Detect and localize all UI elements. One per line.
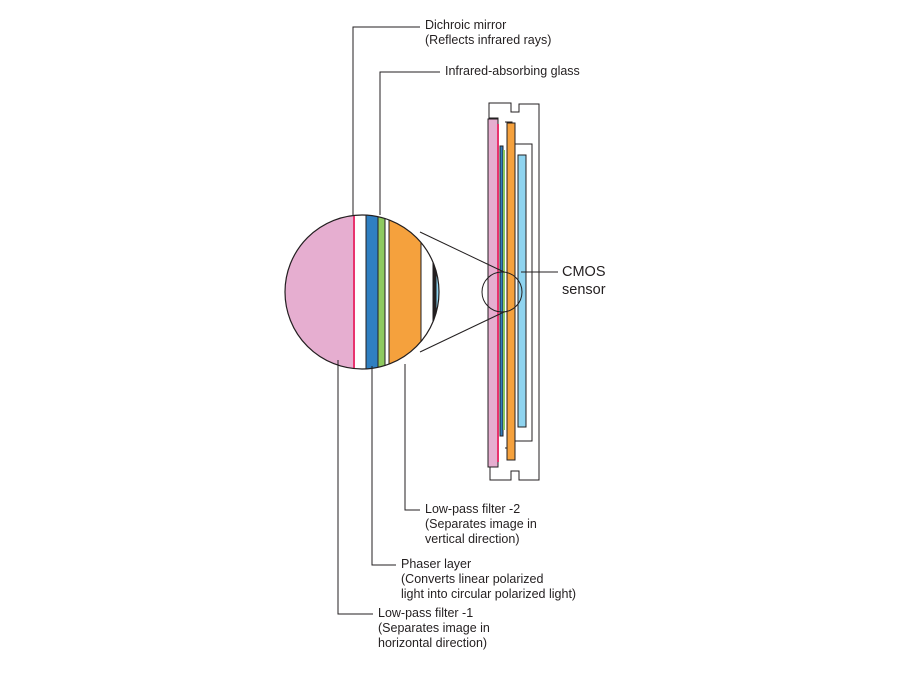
label-low-pass-filter-1: Low-pass filter -1 (Separates image in h… <box>378 606 490 651</box>
zoom-low-pass-filter-2 <box>388 215 422 369</box>
label-low-pass-filter-2: Low-pass filter -2 (Separates image in v… <box>425 502 537 547</box>
label-phaser-layer-title: Phaser layer <box>401 557 472 571</box>
label-phaser-layer-note1: (Converts linear polarized <box>401 572 544 586</box>
label-low-pass-filter-1-note2: horizontal direction) <box>378 636 488 650</box>
label-dichroic-mirror-title: Dichroic mirror <box>425 18 507 32</box>
label-low-pass-filter-1-note1: (Separates image in <box>378 621 490 635</box>
leader-dichroic-mirror <box>352 26 420 215</box>
zoom-cmos-sensor <box>435 215 439 369</box>
label-cmos-sensor: CMOS sensor <box>562 263 606 299</box>
sensor-assembly <box>487 102 540 481</box>
label-low-pass-filter-1-title: Low-pass filter -1 <box>378 606 474 620</box>
leader-infrared-absorbing-glass <box>379 71 440 215</box>
zoom-phaser-layer <box>365 215 379 369</box>
low-pass-filter-2-plate <box>506 122 516 461</box>
label-dichroic-mirror-note: (Reflects infrared rays) <box>425 33 552 47</box>
zoom-low-pass-filter-1 <box>285 215 355 369</box>
leader-low-pass-filter-2 <box>404 364 420 511</box>
label-infrared-absorbing-glass: Infrared-absorbing glass <box>445 64 580 79</box>
infrared-absorbing-glass-plate <box>503 150 505 430</box>
zoom-dichroic-mirror <box>353 215 355 369</box>
label-cmos-line2: sensor <box>562 282 606 298</box>
phaser-layer-plate <box>499 145 504 437</box>
leader-lines <box>337 26 558 615</box>
zoom-source-ellipse <box>481 271 523 313</box>
label-phaser-layer-note2: light into circular polarized light) <box>401 587 577 601</box>
label-low-pass-filter-2-note2: vertical direction) <box>425 532 520 546</box>
zoom-gap <box>384 215 390 369</box>
label-cmos-line1: CMOS <box>562 264 606 280</box>
magnified-view <box>284 214 440 370</box>
label-infrared-absorbing-glass-title: Infrared-absorbing glass <box>445 64 580 78</box>
label-low-pass-filter-2-note1: (Separates image in <box>425 517 537 531</box>
zoom-sensor-edge <box>433 215 436 369</box>
zoom-infrared-absorbing-glass <box>377 215 386 369</box>
magnifier-connector <box>419 231 523 353</box>
label-dichroic-mirror: Dichroic mirror (Reflects infrared rays) <box>425 18 551 48</box>
magnifier-circle <box>284 214 440 370</box>
connector-top <box>419 231 505 273</box>
zoom-sensor-cover <box>420 215 434 369</box>
connector-bottom <box>419 311 505 353</box>
label-phaser-layer: Phaser layer (Converts linear polarized … <box>401 557 576 602</box>
label-low-pass-filter-2-title: Low-pass filter -2 <box>425 502 521 516</box>
low-pass-filter-1-plate <box>487 118 499 468</box>
leader-phaser-layer <box>371 366 396 566</box>
dichroic-mirror-plate <box>497 124 499 462</box>
leader-low-pass-filter-1 <box>337 360 373 615</box>
